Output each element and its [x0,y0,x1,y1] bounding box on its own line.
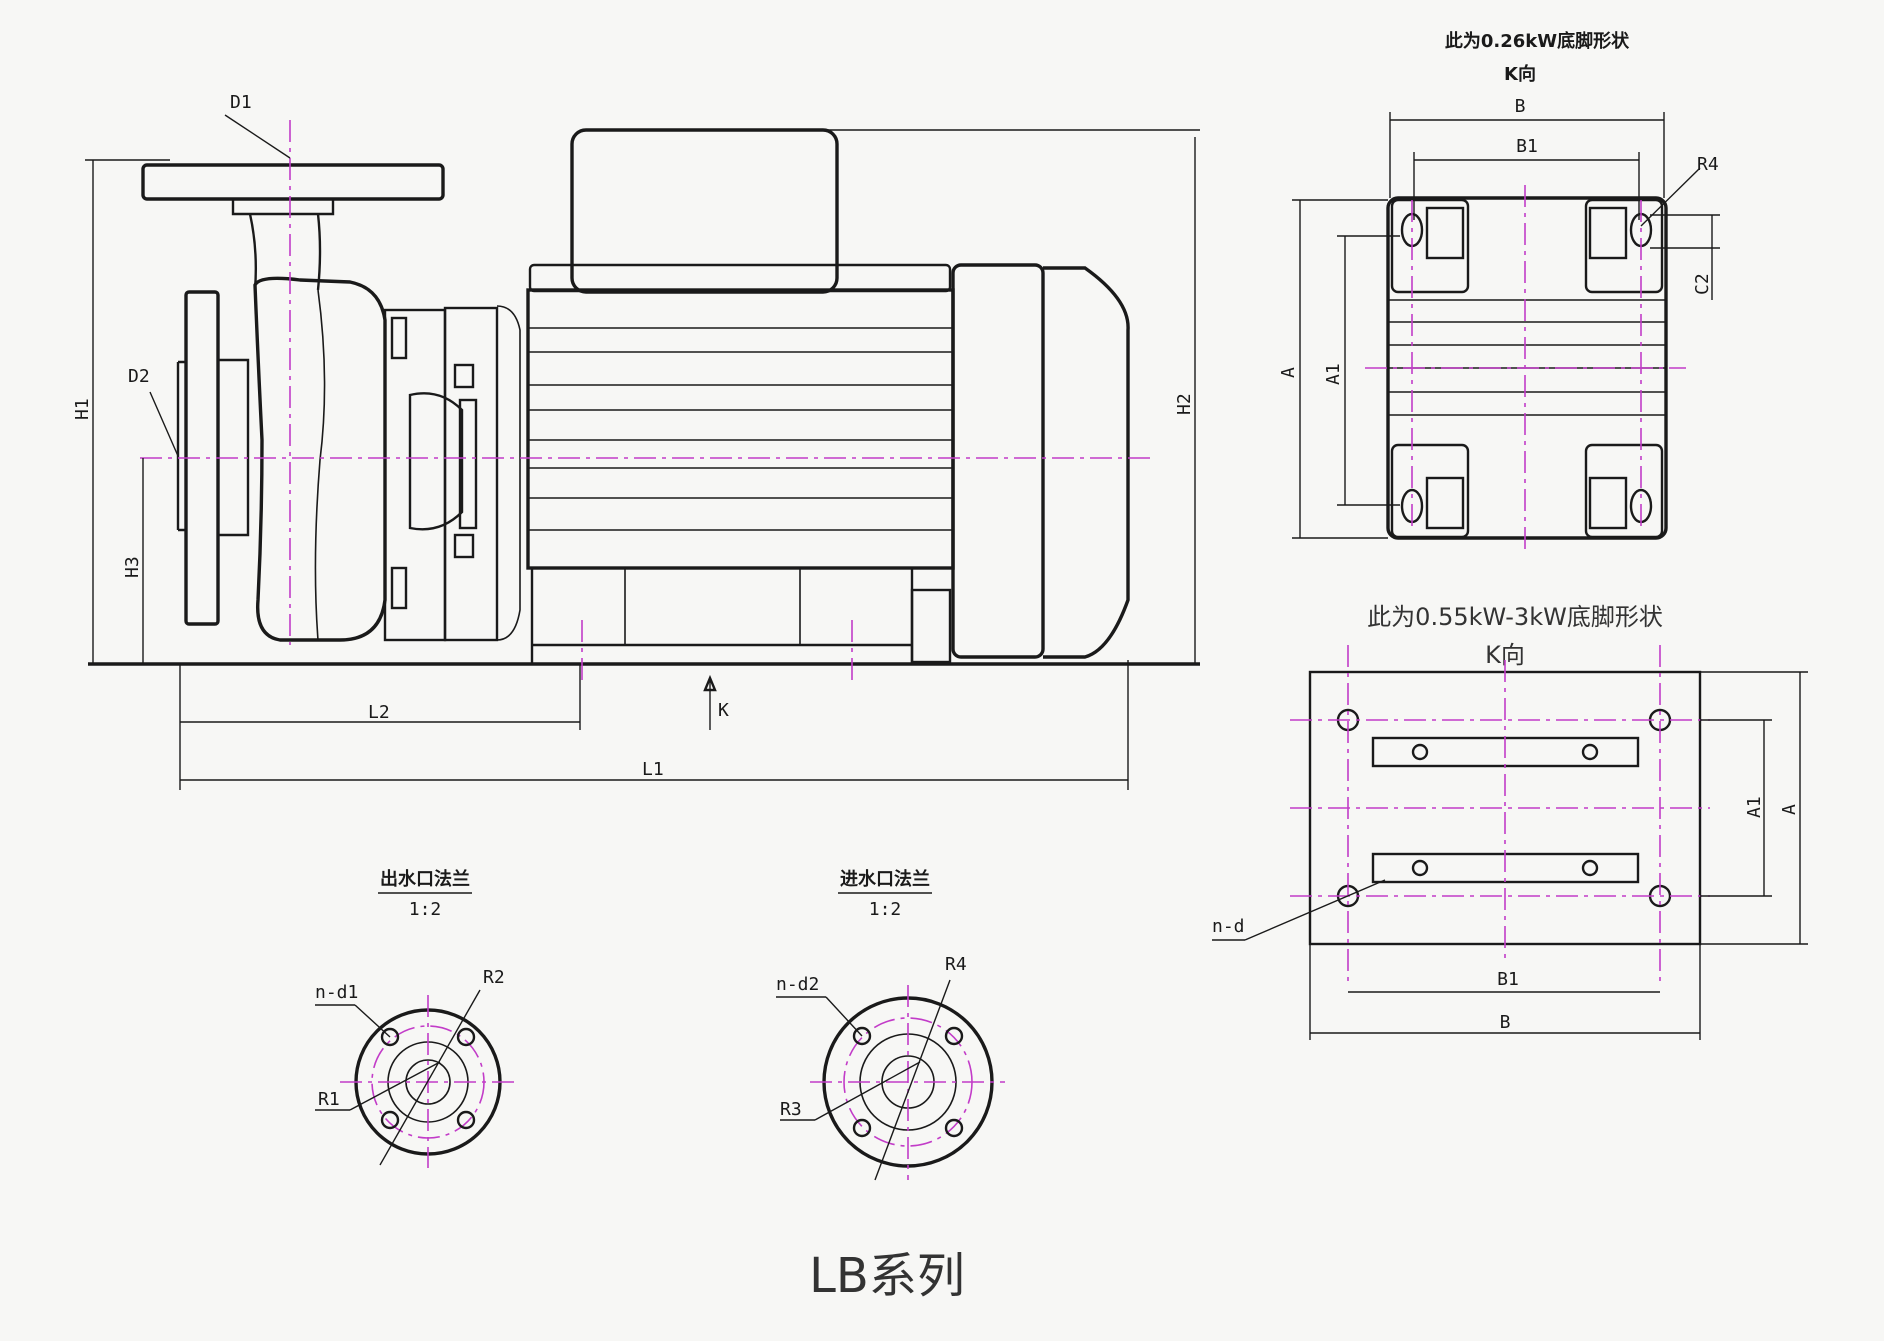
label-b-large: B [1500,1012,1511,1033]
label-nd2: n-d2 [776,974,819,995]
main-dimensions [85,114,1200,790]
series-title: LB系列 [809,1248,965,1304]
label-h3: H3 [122,556,143,578]
outlet-flange-title: 出水口法兰 [380,868,470,890]
label-r2: R2 [483,967,505,988]
label-h2: H2 [1174,393,1195,415]
inlet-flange-view [776,979,1005,1181]
foot-small-title: 此为0.26kW底脚形状 [1445,30,1630,52]
label-b-small: B [1515,96,1526,117]
label-a1-large: A1 [1744,796,1765,818]
outlet-flange-view [315,989,515,1168]
label-d1: D1 [230,92,252,113]
inlet-flange-scale: 1:2 [869,899,902,920]
label-r3: R3 [780,1099,802,1120]
label-nd1: n-d1 [315,982,358,1003]
label-k: K [718,700,729,721]
label-c2: C2 [1692,273,1713,295]
label-r4-small: R4 [1697,154,1719,175]
foot-view-large [1212,645,1808,1040]
foot-small-direction: K向 [1504,63,1536,85]
label-b1-large: B1 [1497,969,1519,990]
label-r1: R1 [318,1089,340,1110]
label-nd: n-d [1212,916,1245,937]
label-r4-inlet: R4 [945,954,967,975]
label-h1: H1 [72,398,93,420]
pump-side-view [88,120,1200,680]
label-a1-small: A1 [1323,363,1344,385]
inlet-flange-title: 进水口法兰 [840,868,930,890]
label-l2: L2 [368,702,390,723]
label-l1: L1 [642,759,664,780]
foot-large-title: 此为0.55kW-3kW底脚形状 [1367,603,1663,631]
outlet-flange-scale: 1:2 [409,899,442,920]
label-a-large: A [1779,804,1800,815]
label-d2: D2 [128,366,150,387]
label-b1-small: B1 [1516,136,1538,157]
foot-view-small [1292,112,1720,552]
label-a-small: A [1278,367,1299,378]
